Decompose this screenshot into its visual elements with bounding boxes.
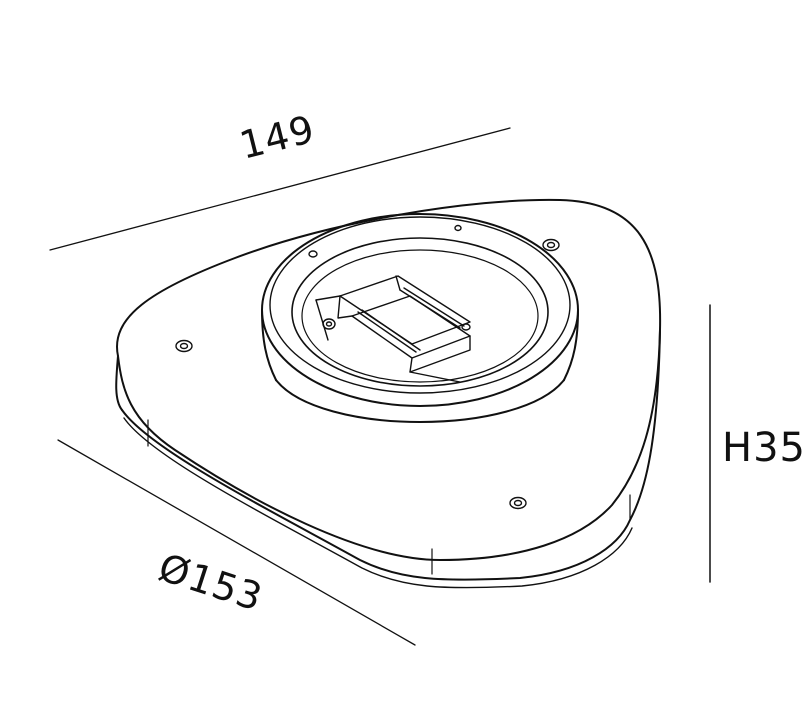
dimension-line-width [49,127,511,251]
ring-hole-right [461,323,471,331]
dimension-label-height: H35 [722,425,806,471]
screw-left [175,339,193,353]
mounting-screws [175,224,560,510]
driver-connector [315,275,471,383]
base-plate [115,198,662,589]
fixture-ring [261,213,579,423]
screw-inner [322,318,336,330]
screw-bottom [509,496,527,510]
ring-hole-top [454,224,462,232]
ring-hole-top-left [308,250,318,258]
dimension-line-diameter [57,439,416,646]
screw-top-right [542,238,560,252]
